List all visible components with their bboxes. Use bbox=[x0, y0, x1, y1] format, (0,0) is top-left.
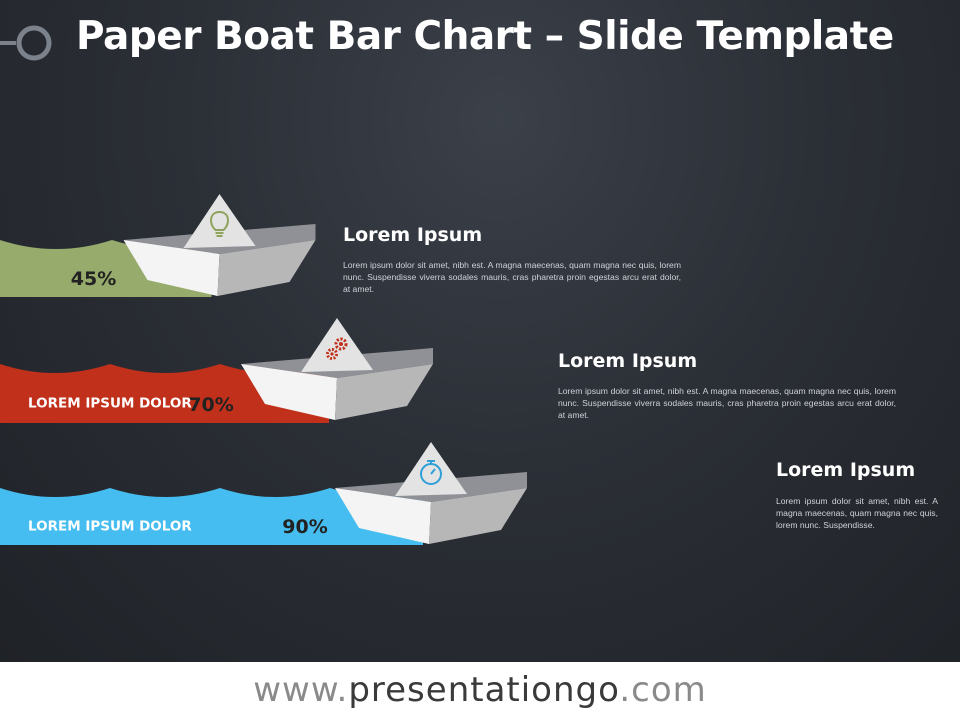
boat-sail-2 bbox=[301, 318, 373, 372]
category-label-2: LOREM IPSUM DOLOR bbox=[28, 396, 192, 412]
bar-2 bbox=[0, 364, 329, 423]
paper-boat-1 bbox=[123, 194, 316, 296]
footer-url-brand: presentationgo bbox=[348, 670, 620, 710]
footer-url-suffix: .com bbox=[619, 670, 707, 710]
boat-sail-3 bbox=[395, 442, 467, 496]
gears-icon bbox=[326, 337, 348, 360]
text-3: Lorem ipsum dolor sit amet, nibh est. A … bbox=[776, 496, 938, 531]
title-ring-icon bbox=[0, 25, 52, 61]
paper-boat-2 bbox=[241, 318, 433, 420]
heading-1: Lorem Ipsum bbox=[343, 224, 483, 246]
boat-hull-front-2 bbox=[241, 364, 337, 420]
boat-hull-side-2 bbox=[335, 364, 433, 420]
text-2: Lorem ipsum dolor sit amet, nibh est. A … bbox=[558, 386, 896, 421]
value-label-1: 45% bbox=[71, 268, 116, 290]
boat-hull-side-3 bbox=[429, 488, 527, 544]
footer-url[interactable]: www.presentationgo.com bbox=[253, 670, 707, 710]
lightbulb-icon bbox=[210, 210, 229, 237]
footer-url-prefix: www. bbox=[253, 670, 349, 710]
boat-sail-1 bbox=[183, 194, 256, 248]
category-label-3: LOREM IPSUM DOLOR bbox=[28, 519, 192, 535]
slide: Paper Boat Bar Chart – Slide Template 45… bbox=[0, 0, 960, 662]
boat-hull-front-3 bbox=[335, 488, 431, 544]
boat-hull-front-1 bbox=[123, 240, 220, 296]
paper-boat-3 bbox=[335, 442, 527, 544]
stopwatch-icon bbox=[420, 460, 442, 485]
boat-hull-side-1 bbox=[217, 240, 316, 296]
heading-3: Lorem Ipsum bbox=[776, 459, 916, 481]
bar-3 bbox=[0, 488, 423, 545]
slide-title: Paper Boat Bar Chart – Slide Template bbox=[76, 14, 894, 59]
value-label-2: 70% bbox=[188, 394, 233, 416]
value-label-3: 90% bbox=[282, 516, 327, 538]
footer: www.presentationgo.com bbox=[0, 662, 960, 720]
heading-2: Lorem Ipsum bbox=[558, 350, 698, 372]
text-1: Lorem ipsum dolor sit amet, nibh est. A … bbox=[343, 260, 681, 295]
